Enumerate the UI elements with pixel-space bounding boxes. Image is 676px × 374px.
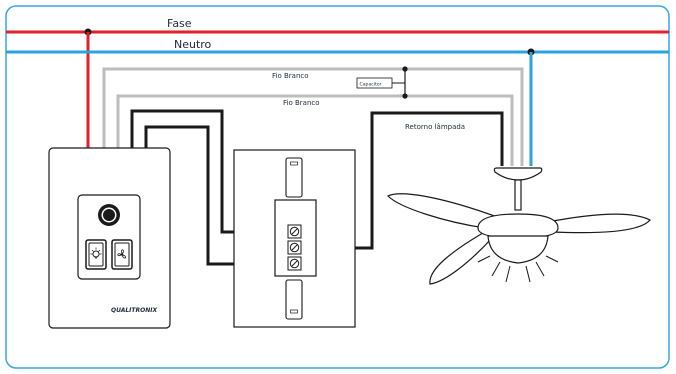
junction-mount-top	[285, 157, 303, 198]
fan-canopy	[493, 167, 543, 181]
fio-branco-bottom-label: Fio Branco	[283, 99, 320, 107]
brand-logo: QUALITRONIX	[111, 307, 157, 314]
fase-label: Fase	[167, 17, 192, 30]
fan-blade-left	[386, 193, 502, 229]
mount-screw-bottom	[290, 309, 298, 314]
neutro-label: Neutro	[174, 38, 212, 51]
fio-branco-top-label: Fio Branco	[272, 72, 309, 80]
terminal-screw-2	[287, 240, 302, 255]
fio-branco-inner-wire	[116, 94, 514, 166]
mount-screw-top	[290, 161, 298, 166]
fan-light-rays	[477, 255, 559, 283]
dimmer-knob-icon[interactable]	[98, 204, 120, 226]
junction-mount-bottom	[285, 279, 303, 320]
fio-branco-outer-wire	[102, 67, 524, 166]
terminal-screw-3	[287, 256, 302, 271]
lamp-icon	[90, 247, 102, 259]
fan-icon	[117, 249, 127, 259]
capacitor-box	[356, 77, 393, 89]
fan-motor-housing	[477, 213, 559, 239]
retorno-label: Retorno lâmpada	[405, 123, 465, 131]
fan-blade-bottom-left	[429, 229, 493, 285]
capacitor-junction-top	[402, 66, 408, 72]
terminal-screw-1	[287, 224, 302, 239]
ceiling-fan	[386, 167, 651, 285]
capacitor-label: Capacitor	[360, 82, 382, 88]
lamp-switch-button[interactable]	[85, 239, 107, 270]
fan-switch-button[interactable]	[111, 239, 133, 270]
fan-downrod	[514, 179, 522, 211]
diagram-frame	[5, 5, 670, 369]
fan-blade-right	[547, 213, 651, 234]
capacitor-junction-bottom	[402, 93, 408, 99]
fan-light-globe	[487, 235, 549, 264]
